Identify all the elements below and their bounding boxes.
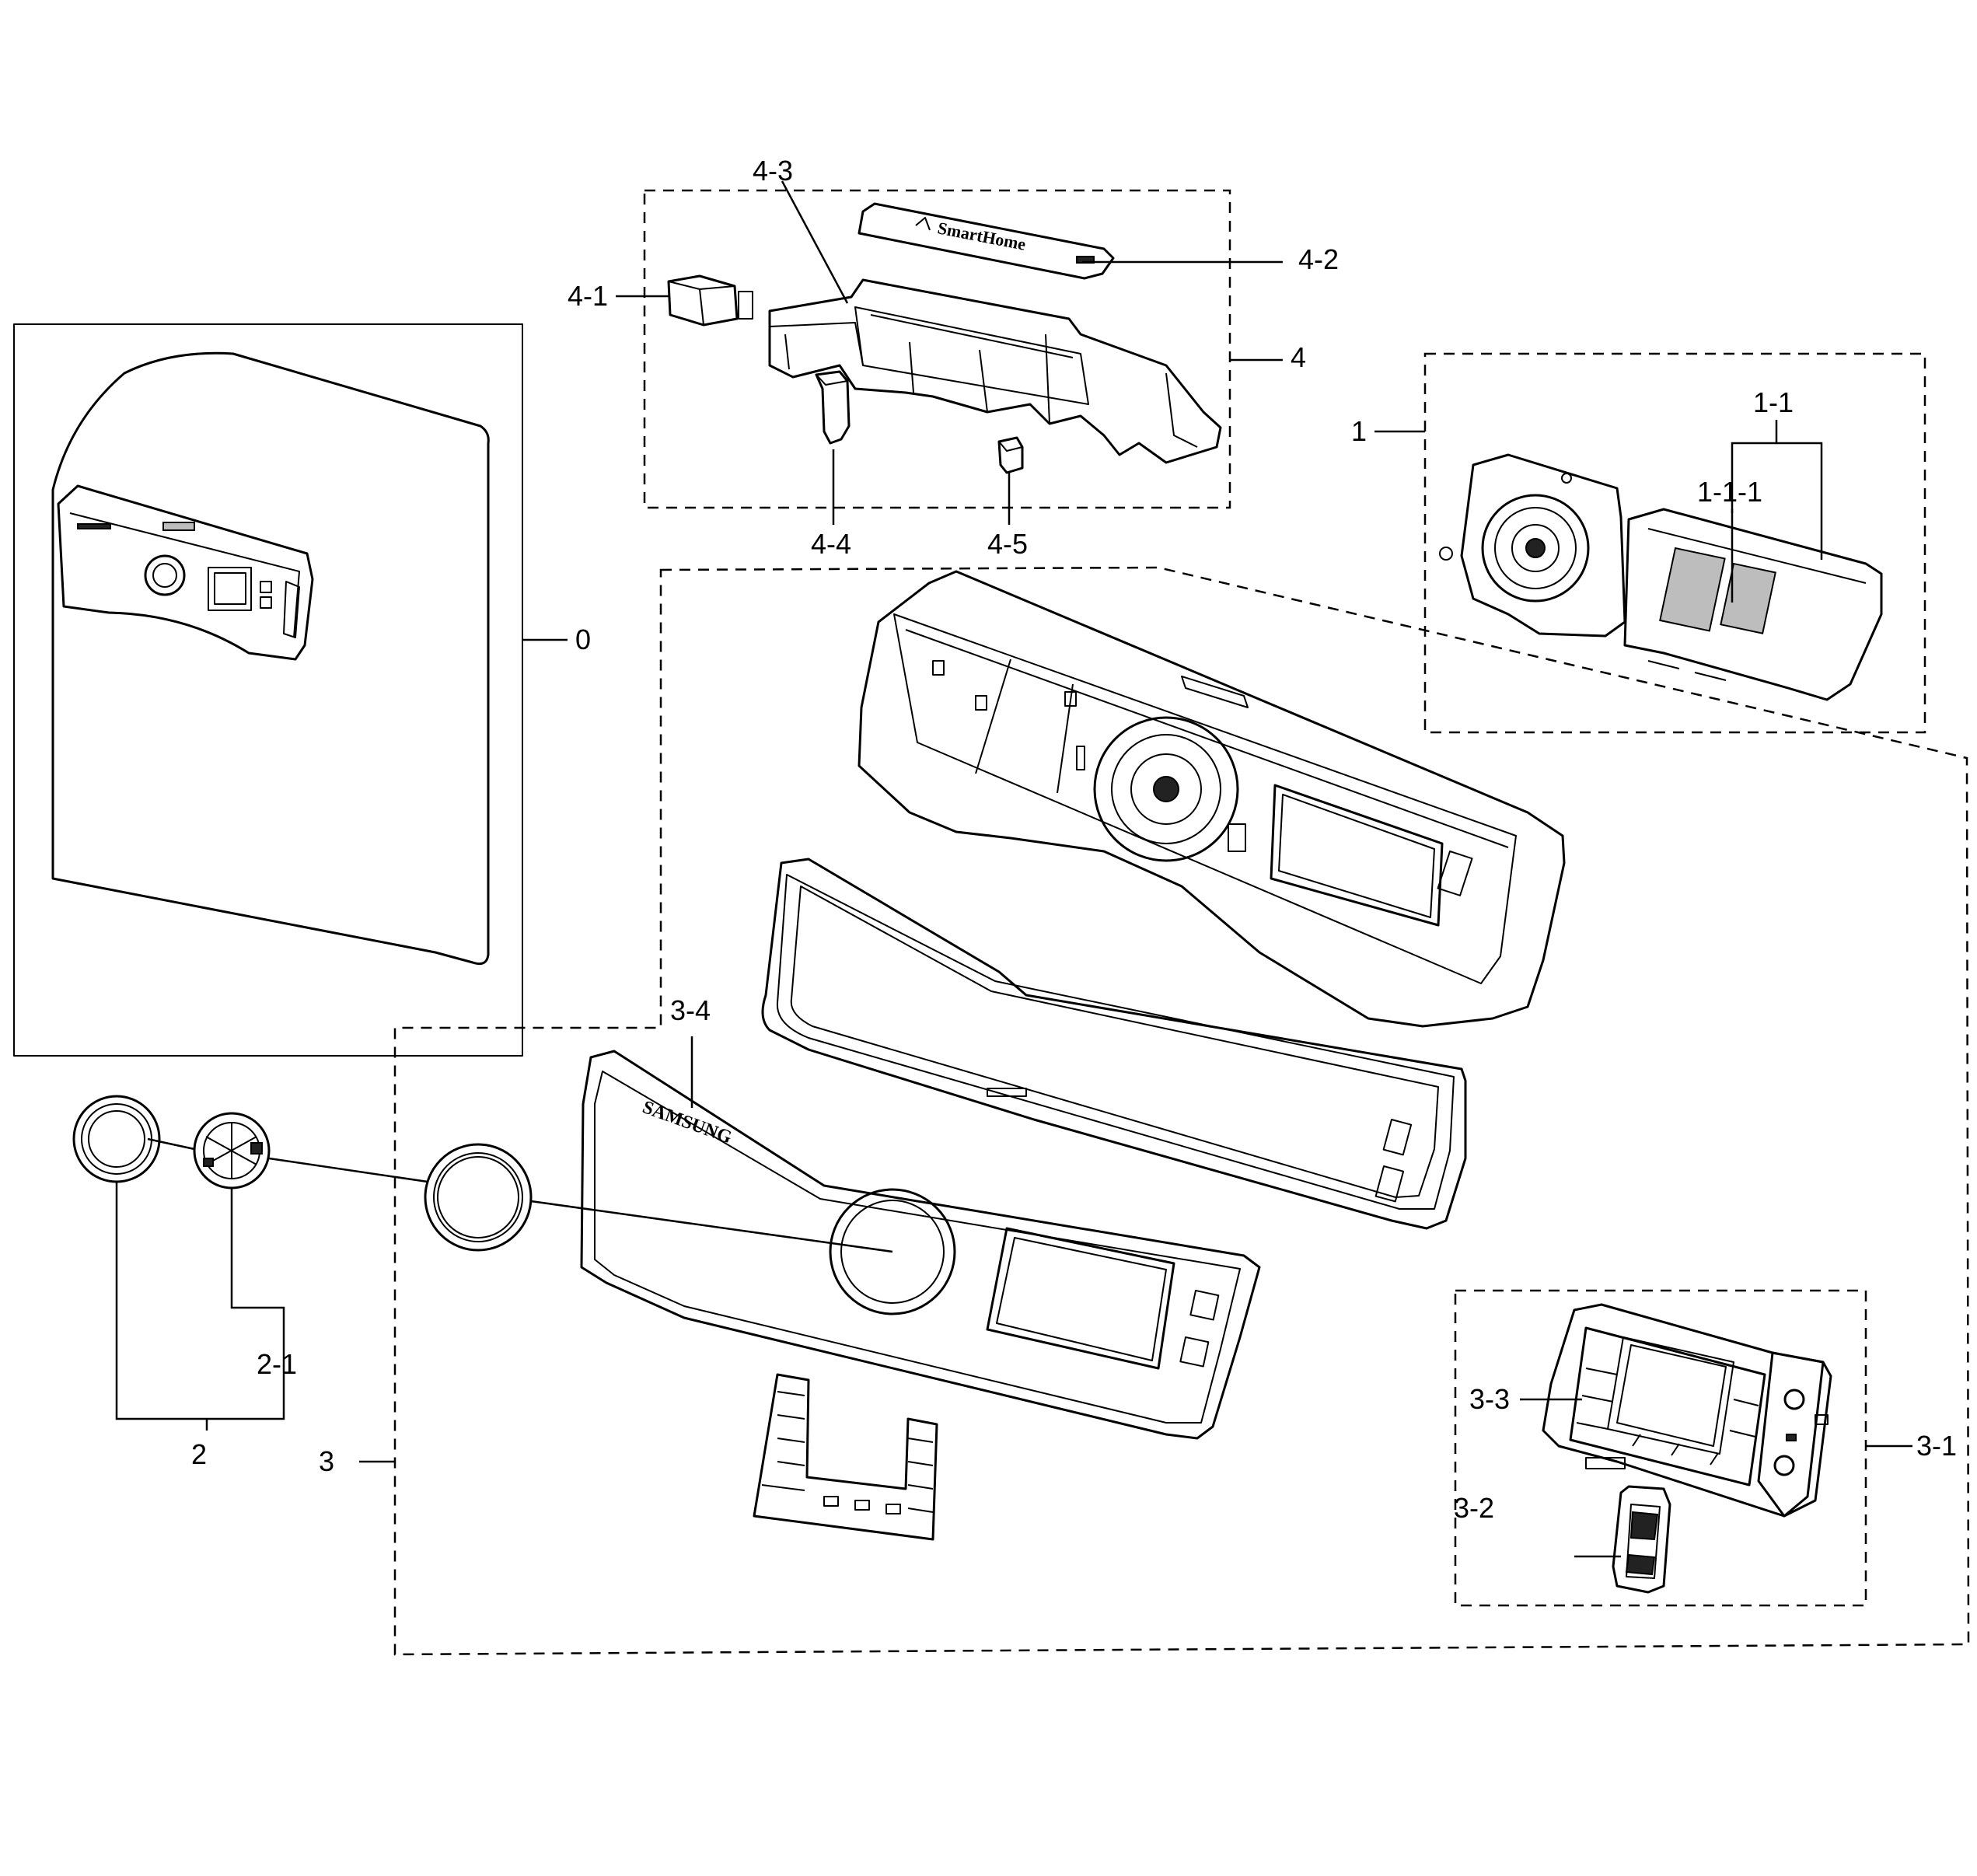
part-2-knob (72, 1095, 161, 1183)
part-4-5-clip (997, 436, 1024, 474)
part-1-pcb (1439, 453, 1883, 701)
callout-2-1: 2-1 (257, 1348, 297, 1380)
callout-4-3: 4-3 (753, 155, 793, 187)
callout-1-1: 1-1 (1753, 386, 1794, 418)
callout-0: 0 (575, 624, 591, 655)
part-3-1-display-module (1542, 1303, 1832, 1518)
part-gasket-frame (761, 858, 1467, 1230)
group-box-1 (1423, 352, 1926, 734)
part-4-4-hinge (815, 370, 851, 445)
callout-3: 3 (319, 1445, 334, 1477)
callout-4-4: 4-4 (811, 528, 851, 560)
callout-3-2: 3-2 (1454, 1492, 1494, 1524)
badge-text: SmartHome (936, 218, 1028, 254)
callout-4-2: 4-2 (1298, 243, 1339, 275)
group-box-3-1 (1454, 1289, 1867, 1607)
part-4-1-clip (667, 274, 753, 327)
callout-4: 4 (1291, 341, 1306, 373)
part-2-1-knob-shaft (193, 1112, 271, 1190)
callout-labels: 4-3 4-2 4-1 4 4-4 4-5 1-1 1-1-1 1 0 3-4 … (191, 155, 1957, 1524)
callout-4-1: 4-1 (568, 280, 608, 312)
group-box-3 (393, 566, 1970, 1656)
part-3-2-lever (1612, 1485, 1671, 1594)
part-knob-ring (424, 1143, 533, 1252)
leader-lines (115, 180, 1912, 1558)
group-box-4 (643, 189, 1231, 509)
panel-brand-text: SAMSUNG (640, 1097, 735, 1148)
callout-3-1: 3-1 (1916, 1430, 1957, 1462)
part-4-3-top-frame (768, 278, 1222, 464)
part-3-4-decor-panel: SAMSUNG (580, 1050, 1261, 1440)
part-0-washer (13, 323, 523, 1057)
callout-1: 1 (1351, 415, 1367, 447)
callout-3-4: 3-4 (670, 994, 711, 1026)
callout-1-1-1: 1-1-1 (1697, 476, 1762, 508)
callout-2: 2 (191, 1438, 207, 1470)
callout-4-5: 4-5 (987, 528, 1028, 560)
part-key-sheet (753, 1373, 938, 1541)
callout-3-3: 3-3 (1469, 1383, 1510, 1415)
part-3-panel-housing (858, 570, 1566, 1028)
part-4-2-badge: SmartHome (858, 202, 1115, 280)
